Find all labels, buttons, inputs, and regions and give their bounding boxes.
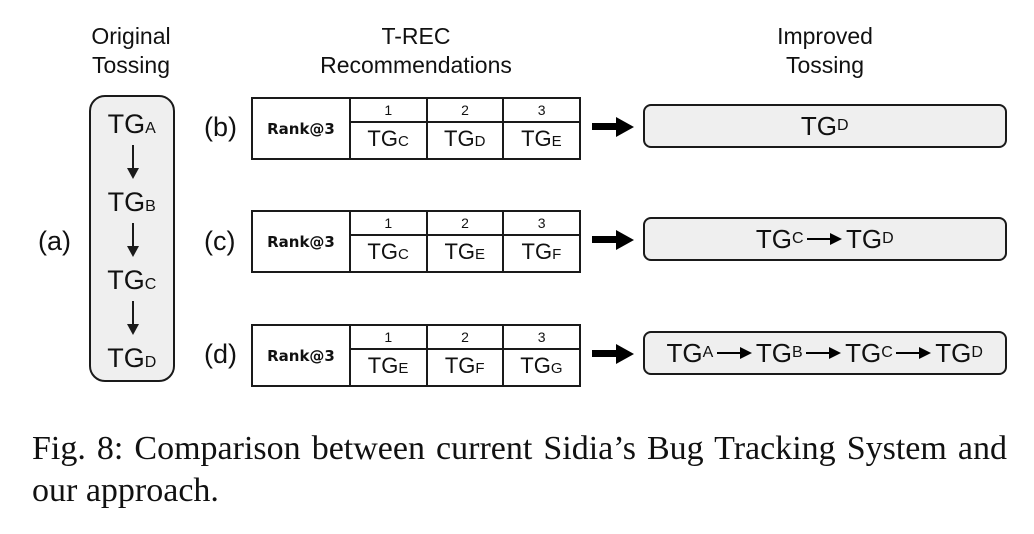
- tg-sub: A: [702, 344, 714, 361]
- tg-sub: E: [475, 246, 486, 263]
- node-sub: C: [144, 276, 157, 293]
- tg-sub: D: [882, 230, 895, 247]
- tg-sub: B: [791, 344, 804, 361]
- down-arrow-icon: [127, 301, 139, 335]
- right-arrow-icon: [592, 344, 634, 364]
- rank-number: 1: [349, 210, 428, 236]
- down-arrow-icon: [127, 223, 139, 257]
- node-prefix: TG: [107, 187, 146, 217]
- node-sub: A: [145, 120, 157, 137]
- node-prefix: TG: [107, 343, 145, 373]
- recommendation-cell: TGF: [502, 234, 581, 273]
- original-tossing-box: TGA TGB TGC TGD: [89, 95, 175, 382]
- recommendation-cell: TGE: [502, 121, 581, 160]
- tg-sub: D: [971, 344, 984, 361]
- tg-sub: D: [837, 117, 850, 134]
- tg-prefix: TG: [845, 337, 882, 368]
- tg-prefix: TG: [521, 239, 553, 264]
- node-prefix: TG: [107, 265, 145, 295]
- rank-table-d: Rank@3 1 2 3 TGE TGF TGG: [251, 324, 581, 387]
- recommendation-cell: TGC: [349, 234, 428, 273]
- label-d: (d): [204, 339, 237, 369]
- tg-sub: C: [791, 230, 804, 247]
- tg-prefix: TG: [444, 353, 476, 378]
- tg-prefix: TG: [444, 239, 475, 264]
- rank-number: 3: [502, 324, 581, 350]
- header-improved-line1: Improved: [777, 23, 873, 49]
- rank-label: Rank@3: [251, 210, 351, 273]
- rank-label: Rank@3: [251, 324, 351, 387]
- right-arrow-icon: [592, 117, 634, 137]
- tg-prefix: TG: [367, 126, 398, 151]
- header-original-line2: Tossing: [92, 52, 170, 78]
- label-b: (b): [204, 112, 237, 142]
- header-original-tossing: Original Tossing: [91, 22, 170, 80]
- tg-prefix: TG: [521, 126, 552, 151]
- rank-number: 3: [502, 97, 581, 123]
- tg-prefix: TG: [755, 337, 792, 368]
- rank-number: 1: [349, 97, 428, 123]
- rank-label: Rank@3: [251, 97, 351, 160]
- tg-prefix: TG: [367, 239, 398, 264]
- header-original-line1: Original: [91, 23, 171, 49]
- tg-prefix: TG: [846, 223, 883, 254]
- header-trec-recommendations: T-REC Recommendations: [320, 22, 512, 80]
- original-node-a: TGA: [91, 109, 173, 144]
- tg-sub: E: [398, 360, 409, 377]
- recommendation-cell: TGF: [425, 348, 505, 387]
- original-node-c: TGC: [91, 265, 173, 300]
- tg-prefix: TG: [935, 337, 972, 368]
- tg-prefix: TG: [444, 126, 475, 151]
- tg-sub: F: [552, 246, 562, 263]
- tg-sub: D: [474, 133, 486, 150]
- tg-sub: C: [881, 344, 894, 361]
- label-a: (a): [38, 226, 71, 256]
- recommendation-cell: TGD: [425, 121, 505, 160]
- original-node-d: TGD: [91, 343, 173, 378]
- header-improved-line2: Tossing: [786, 52, 864, 78]
- figure-caption: Fig. 8: Comparison between current Sidia…: [32, 430, 1007, 509]
- recommendation-cell: TGE: [425, 234, 505, 273]
- chain-arrow-icon: [806, 346, 842, 360]
- node-prefix: TG: [107, 109, 146, 139]
- rank-number: 2: [425, 210, 505, 236]
- tg-prefix: TG: [666, 337, 703, 368]
- rank-table-b: Rank@3 1 2 3 TGC TGD TGE: [251, 97, 581, 160]
- chain-arrow-icon: [716, 346, 753, 360]
- recommendation-cell: TGC: [349, 121, 428, 160]
- chain-arrow-icon: [896, 346, 932, 360]
- tg-sub: G: [550, 360, 564, 377]
- original-node-b: TGB: [91, 187, 173, 222]
- tg-sub: F: [475, 360, 486, 377]
- recommendation-cell: TGG: [502, 348, 581, 387]
- header-improved-tossing: Improved Tossing: [777, 22, 873, 80]
- tg-prefix: TG: [800, 110, 838, 141]
- recommendation-cell: TGE: [349, 348, 428, 387]
- label-c: (c): [204, 226, 236, 256]
- right-arrow-icon: [592, 230, 634, 250]
- rank-number: 3: [502, 210, 581, 236]
- tg-prefix: TG: [367, 353, 399, 378]
- tg-sub: E: [551, 133, 563, 150]
- tg-sub: C: [397, 133, 410, 150]
- down-arrow-icon: [127, 145, 139, 179]
- rank-number: 2: [425, 97, 505, 123]
- node-sub: B: [145, 198, 157, 215]
- tg-sub: C: [397, 246, 410, 263]
- tg-prefix: TG: [755, 223, 792, 254]
- node-sub: D: [144, 354, 157, 371]
- header-trec-line1: T-REC: [381, 23, 451, 49]
- rank-number: 2: [425, 324, 505, 350]
- rank-number: 1: [349, 324, 428, 350]
- tg-prefix: TG: [520, 353, 551, 378]
- header-trec-line2: Recommendations: [320, 52, 512, 78]
- chain-arrow-icon: [807, 232, 843, 246]
- rank-table-c: Rank@3 1 2 3 TGC TGE TGF: [251, 210, 581, 273]
